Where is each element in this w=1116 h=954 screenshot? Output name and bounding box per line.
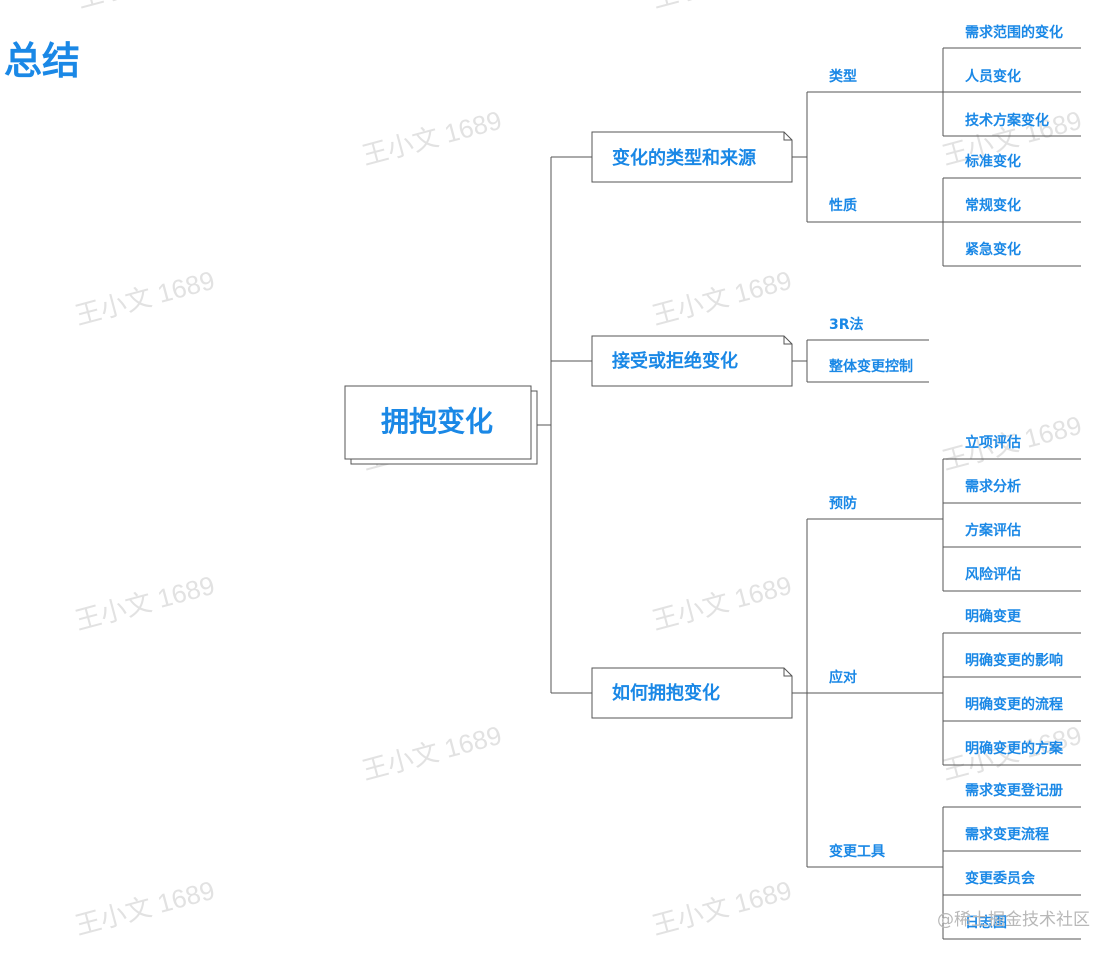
leaf-item[interactable]: 日志图 (965, 914, 1007, 931)
root-node-label: 拥抱变化 (381, 405, 493, 438)
branch-node-corner (783, 336, 792, 345)
leaf-item[interactable]: 标准变化 (964, 153, 1021, 170)
leaf-item[interactable]: 明确变更的影响 (965, 652, 1063, 669)
leaf-item[interactable]: 明确变更 (965, 608, 1022, 625)
branch-node-how-embrace[interactable]: 如何拥抱变化 (591, 667, 793, 719)
watermark-text: 王小文 1689 (649, 0, 795, 14)
leaf-item[interactable]: 需求分析 (965, 478, 1021, 495)
watermark-text: 王小文 1689 (72, 265, 218, 331)
branch-node-corner (783, 668, 792, 677)
branch-label: 变化的类型和来源 (612, 147, 756, 169)
leaf-item[interactable]: 方案评估 (965, 522, 1021, 539)
leaf-item[interactable]: 人员变化 (965, 68, 1021, 85)
watermark-text: 王小文 1689 (74, 0, 220, 14)
leaf-item[interactable]: 立项评估 (965, 434, 1021, 451)
leaf-item[interactable]: 技术方案变化 (965, 112, 1049, 129)
leaf-item[interactable]: 紧急变化 (965, 241, 1021, 258)
group-label[interactable]: 3R法 (829, 316, 864, 333)
watermark-text: 王小文 1689 (359, 720, 505, 786)
group-label[interactable]: 变更工具 (829, 843, 885, 860)
watermark-layer: 王小文 1689 王小文 1689 王小文 1689 王小文 1689 王小文 1689… (72, 0, 1085, 941)
leaf-item[interactable]: 变更委员会 (965, 870, 1036, 887)
watermark-text: 王小文 1689 (649, 570, 795, 636)
group-label[interactable]: 类型 (829, 68, 857, 85)
group-label[interactable]: 应对 (829, 669, 857, 686)
connector-lines (537, 47, 1081, 940)
branch-node-box (591, 131, 793, 183)
watermark-text: 王小文 1689 (72, 875, 218, 941)
leaf-item[interactable]: 明确变更的流程 (965, 696, 1063, 713)
root-node-box (344, 385, 532, 460)
footer-credit: @稀土掘金技术社区 (937, 910, 1090, 930)
leaf-item[interactable]: 需求范围的变化 (965, 24, 1063, 41)
branch-node-types-sources[interactable]: 变化的类型和来源 (591, 131, 793, 183)
branch-node-box (591, 335, 793, 387)
watermark-text: 王小文 1689 (359, 105, 505, 171)
branch-node-box (591, 667, 793, 719)
leaf-item[interactable]: 需求变更登记册 (965, 782, 1063, 799)
watermark-text: 王小文 1689 (72, 570, 218, 636)
branch-label: 如何拥抱变化 (612, 682, 720, 704)
watermark-text: 王小文 1689 (649, 265, 795, 331)
group-label[interactable]: 预防 (829, 495, 857, 512)
leaf-item[interactable]: 风险评估 (965, 566, 1021, 583)
branch-node-accept-reject[interactable]: 接受或拒绝变化 (591, 335, 793, 387)
leaf-item[interactable]: 需求变更流程 (965, 826, 1049, 843)
page-title: 总结 (4, 39, 80, 83)
watermark-text: 王小文 1689 (649, 875, 795, 941)
branch-node-corner (783, 132, 792, 141)
root-node[interactable]: 拥抱变化 (344, 385, 538, 465)
leaf-item[interactable]: 明确变更的方案 (965, 740, 1064, 757)
group-label[interactable]: 性质 (829, 197, 857, 214)
leaf-item[interactable]: 常规变化 (965, 197, 1021, 214)
branch-label: 接受或拒绝变化 (612, 350, 738, 372)
group-label[interactable]: 整体变更控制 (828, 358, 913, 375)
